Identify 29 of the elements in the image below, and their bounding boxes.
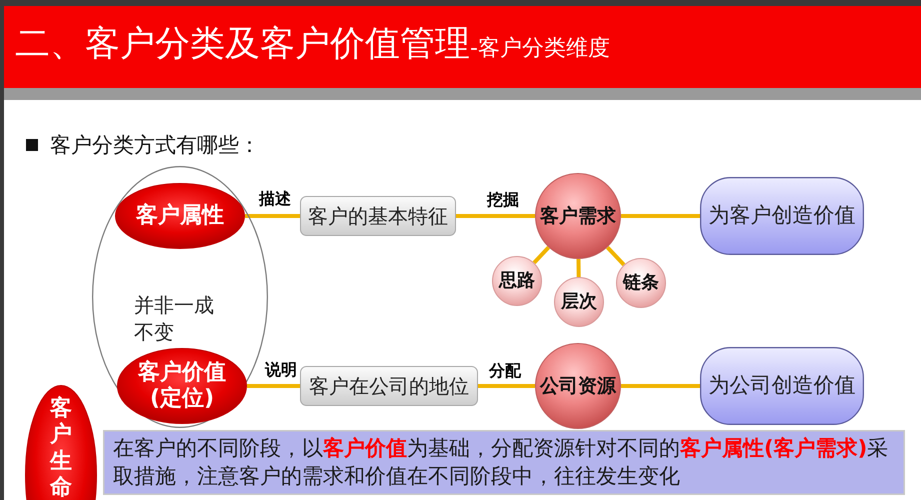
connector-line <box>621 214 700 218</box>
goal-box: 为公司创造价值 <box>700 347 864 425</box>
connector-line <box>247 384 300 388</box>
connector-line <box>456 214 535 218</box>
connector-line <box>606 246 626 266</box>
category-ellipse: 客户属性 <box>115 183 245 249</box>
edge-label: 挖掘 <box>486 191 520 209</box>
connector-line <box>621 384 700 388</box>
aspect-circle: 链条 <box>616 258 666 308</box>
feature-box: 客户的基本特征 <box>300 196 456 236</box>
connector-line <box>532 246 550 264</box>
topic-circle: 客户需求 <box>535 173 621 259</box>
aspect-circle: 思路 <box>492 256 542 306</box>
note-text: 并非一成不变 <box>134 292 215 346</box>
category-ellipse: 客户价值(定位) <box>117 348 247 424</box>
topic-circle: 公司资源 <box>535 343 621 429</box>
connector-line <box>245 214 300 218</box>
aspect-circle: 层次 <box>554 277 604 327</box>
connector-line <box>576 258 581 278</box>
feature-box: 客户在公司的地位 <box>300 366 478 406</box>
edge-label: 说明 <box>264 361 298 379</box>
goal-box: 为客户创造价值 <box>700 177 864 255</box>
edge-label: 分配 <box>488 362 522 380</box>
subtitle-text: -客户分类维度 <box>470 35 610 63</box>
connector-line <box>478 384 535 388</box>
edge-label: 描述 <box>258 190 292 208</box>
title-text: 二、客户分类及客户价值管理 <box>15 23 470 65</box>
note-box: 在客户的不同阶段，以客户价值为基础，分配资源针对不同的客户属性(客户需求)采取措施，注意客户的需求和价值在不同阶段中，往往发生变化 <box>103 430 905 495</box>
bullet-heading: 客户分类方式有哪些： <box>50 132 260 159</box>
